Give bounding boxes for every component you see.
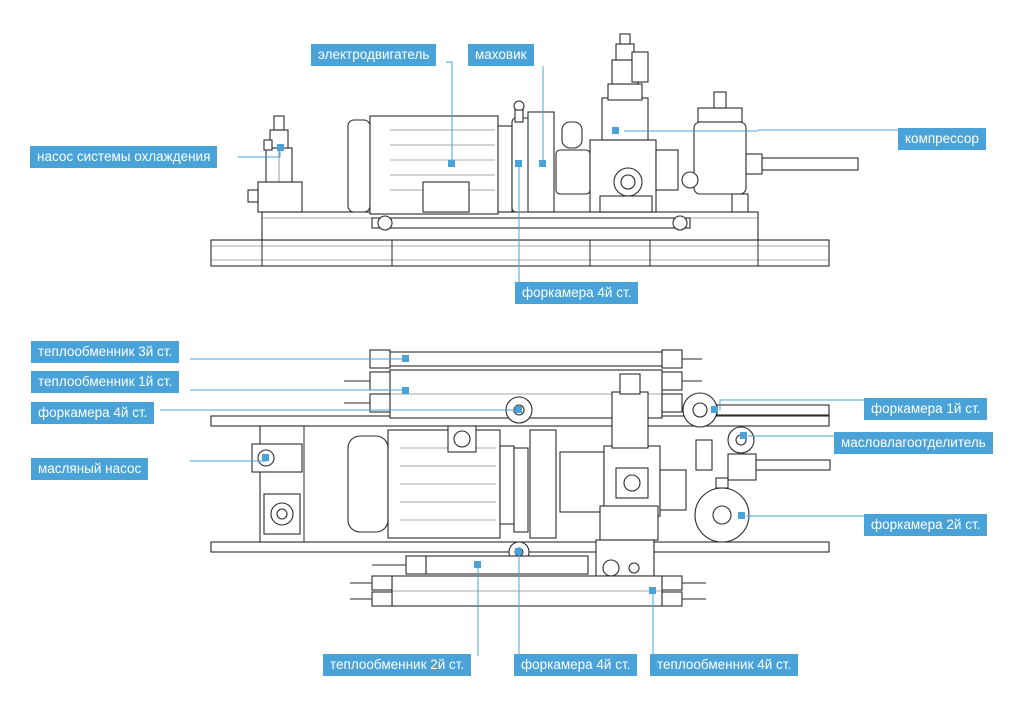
label-prechamber-4-side: форкамера 4й ст. bbox=[515, 282, 639, 304]
label-heat-exchanger-1: теплообменник 1й ст. bbox=[31, 371, 180, 393]
label-prechamber-4-left: форкамера 4й ст. bbox=[31, 402, 155, 424]
top-view bbox=[210, 349, 831, 607]
label-prechamber-4-bottom: форкамера 4й ст. bbox=[514, 654, 638, 676]
label-oil-moisture-separator: масловлагоотделитель bbox=[834, 432, 993, 454]
base-frame bbox=[210, 239, 830, 267]
side-view bbox=[210, 33, 859, 267]
label-prechamber-1: форкамера 1й ст. bbox=[864, 398, 988, 420]
electric-motor bbox=[347, 115, 513, 215]
label-oil-pump: масляный насос bbox=[31, 458, 149, 480]
label-heat-exchanger-2: теплообменник 2й ст. bbox=[323, 654, 472, 676]
label-heat-exchanger-3: теплообменник 3й ст. bbox=[31, 341, 180, 363]
oil-pump-body bbox=[251, 443, 303, 535]
flywheel-top bbox=[513, 447, 529, 533]
compressor-block bbox=[555, 33, 679, 213]
separator-top bbox=[695, 426, 831, 481]
heat-exchanger-2 bbox=[372, 555, 589, 575]
leader-lines bbox=[160, 61, 900, 656]
heat-exchanger-4 bbox=[350, 575, 706, 607]
heat-exchanger-3 bbox=[352, 349, 702, 369]
cooling-pump bbox=[247, 115, 303, 213]
label-flywheel: маховик bbox=[468, 44, 534, 66]
label-heat-exchanger-4: теплообменник 4й ст. bbox=[650, 654, 799, 676]
label-compressor: компрессор bbox=[898, 128, 986, 150]
label-electric-motor: электродвигатель bbox=[311, 44, 437, 66]
flywheel bbox=[511, 100, 555, 213]
label-prechamber-2: форкамера 2й ст. bbox=[864, 514, 988, 536]
motor-top bbox=[347, 425, 515, 539]
label-cooling-pump: насос системы охлаждения bbox=[30, 146, 218, 168]
vessel bbox=[681, 91, 859, 213]
compressor-top bbox=[559, 373, 687, 577]
